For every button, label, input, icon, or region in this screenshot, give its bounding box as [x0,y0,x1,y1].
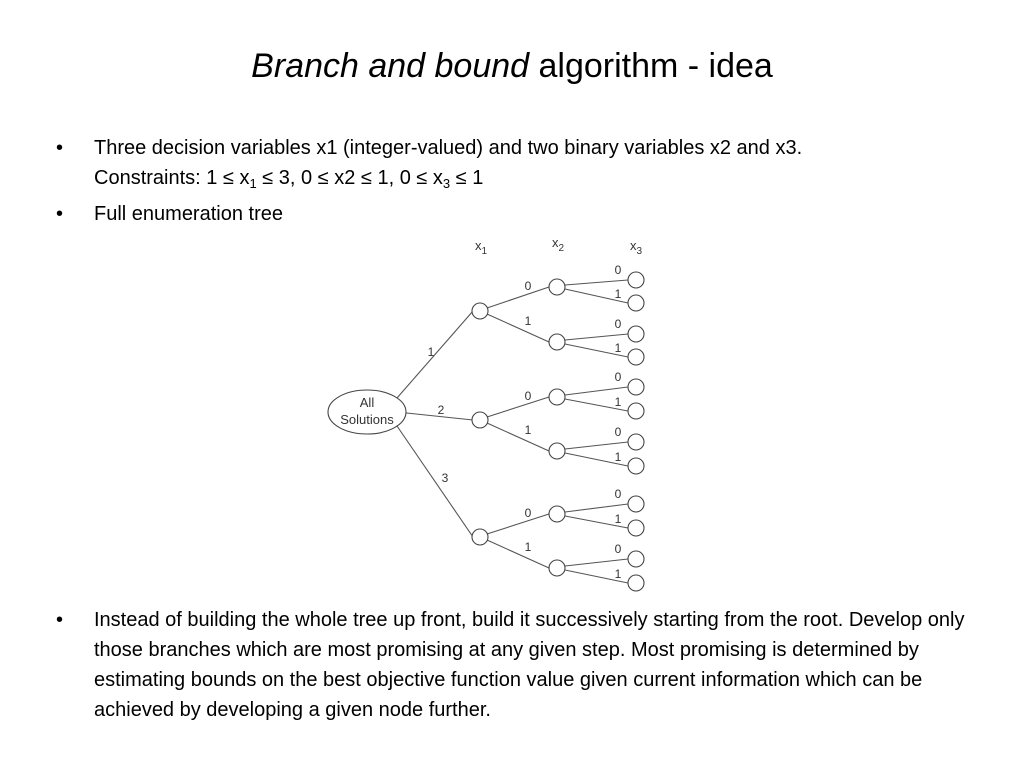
x3-leaf-node [627,378,645,396]
bullet-list-top: • Three decision variables x1 (integer-v… [56,133,976,229]
x3-edge-label: 0 [615,425,622,439]
tree-edge [564,398,629,412]
bullet-text-instead: Instead of building the whole tree up fr… [94,609,965,721]
tree-edge [486,396,550,418]
constraints-part: Constraints: 1 ≤ x [94,167,250,189]
tree-edge [396,310,474,399]
x2-node [548,388,566,406]
x3-edge-label: 0 [615,487,622,501]
bullet-list-bottom: • Instead of building the whole tree up … [56,605,976,725]
column-header-x1: x1 [475,238,488,257]
x3-leaf-node [627,457,645,475]
x3-leaf-node [627,519,645,537]
tree-edge [486,286,550,309]
bullet-dot: • [56,609,64,631]
tree-edge [564,288,629,304]
bullet-item-variables: • Three decision variables x1 (integer-v… [56,133,976,193]
x2-node [548,442,566,460]
x1-node [471,528,489,546]
x3-leaf-node [627,271,645,289]
tree-edge [564,452,629,467]
x3-edge-label: 0 [615,370,622,384]
bullet-dot: • [56,137,64,159]
tree-edge [564,386,629,396]
x3-edge-label: 0 [615,542,622,556]
column-header-x2: x2 [552,235,565,254]
bullet-item-tree: • Full enumeration tree [56,199,976,229]
bullet-text-line1: Three decision variables x1 (integer-val… [94,137,803,159]
tree-edge [396,411,474,421]
bullet-dot: • [56,203,64,225]
x1-edge-label: 2 [438,403,445,417]
tree-edge [564,515,629,529]
x3-edge-label: 0 [615,317,622,331]
tree-edge [564,333,629,341]
x3-leaf-node [627,495,645,513]
tree-edge [486,313,550,343]
root-node [327,389,407,435]
bullet-item-instead: • Instead of building the whole tree up … [56,605,976,725]
x3-leaf-node [627,348,645,366]
x3-leaf-node [627,294,645,312]
x3-edge-label: 1 [615,512,622,526]
x2-edge-label: 0 [525,389,532,403]
tree-edge [564,343,629,358]
bullet-text-constraints: Constraints: 1 ≤ x1 ≤ 3, 0 ≤ x2 ≤ 1, 0 ≤… [94,163,976,193]
x3-edge-label: 1 [615,567,622,581]
x2-node [548,333,566,351]
title-rest: algorithm - idea [529,47,773,85]
tree-edge [564,279,629,286]
constraints-part: ≤ 1 [450,167,484,189]
x3-edge-label: 1 [615,287,622,301]
tree-edge [486,422,550,452]
x3-leaf-node [627,433,645,451]
x3-edge-label: 1 [615,341,622,355]
x1-edge-label: 1 [428,345,435,359]
tree-edge [564,503,629,513]
x3-edge-label: 1 [615,395,622,409]
constraints-sub: 3 [442,176,451,191]
x2-edge-label: 0 [525,506,532,520]
x2-edge-label: 1 [525,540,532,554]
root-label-line2: Solutions [340,412,394,427]
x3-edge-label: 1 [615,450,622,464]
tree-edge [486,513,550,535]
x1-node [471,411,489,429]
x3-edge-label: 0 [615,263,622,277]
tree-edge [564,569,629,584]
x2-edge-label: 1 [525,423,532,437]
x1-node [471,302,489,320]
tree-edge [564,558,629,567]
x2-edge-label: 1 [525,314,532,328]
constraints-sub: 1 [249,176,257,191]
bullet-text-tree: Full enumeration tree [94,203,283,225]
x3-leaf-node [627,325,645,343]
x1-edge-label: 3 [442,471,449,485]
x3-leaf-node [627,550,645,568]
tree-edge [564,441,629,450]
x2-node [548,559,566,577]
column-header-x3: x3 [630,238,643,257]
x2-node [548,505,566,523]
tree-edge [396,425,474,538]
title-italic: Branch and bound [251,47,530,85]
x2-edge-label: 0 [525,279,532,293]
x2-node [548,278,566,296]
tree-edge [486,539,550,569]
x3-leaf-node [627,574,645,592]
slide-title: Branch and bound algorithm - idea [0,46,1024,86]
x3-leaf-node [627,402,645,420]
constraints-part: ≤ 3, 0 ≤ x2 ≤ 1, 0 ≤ x [256,167,443,189]
root-label-line1: All [360,395,375,410]
